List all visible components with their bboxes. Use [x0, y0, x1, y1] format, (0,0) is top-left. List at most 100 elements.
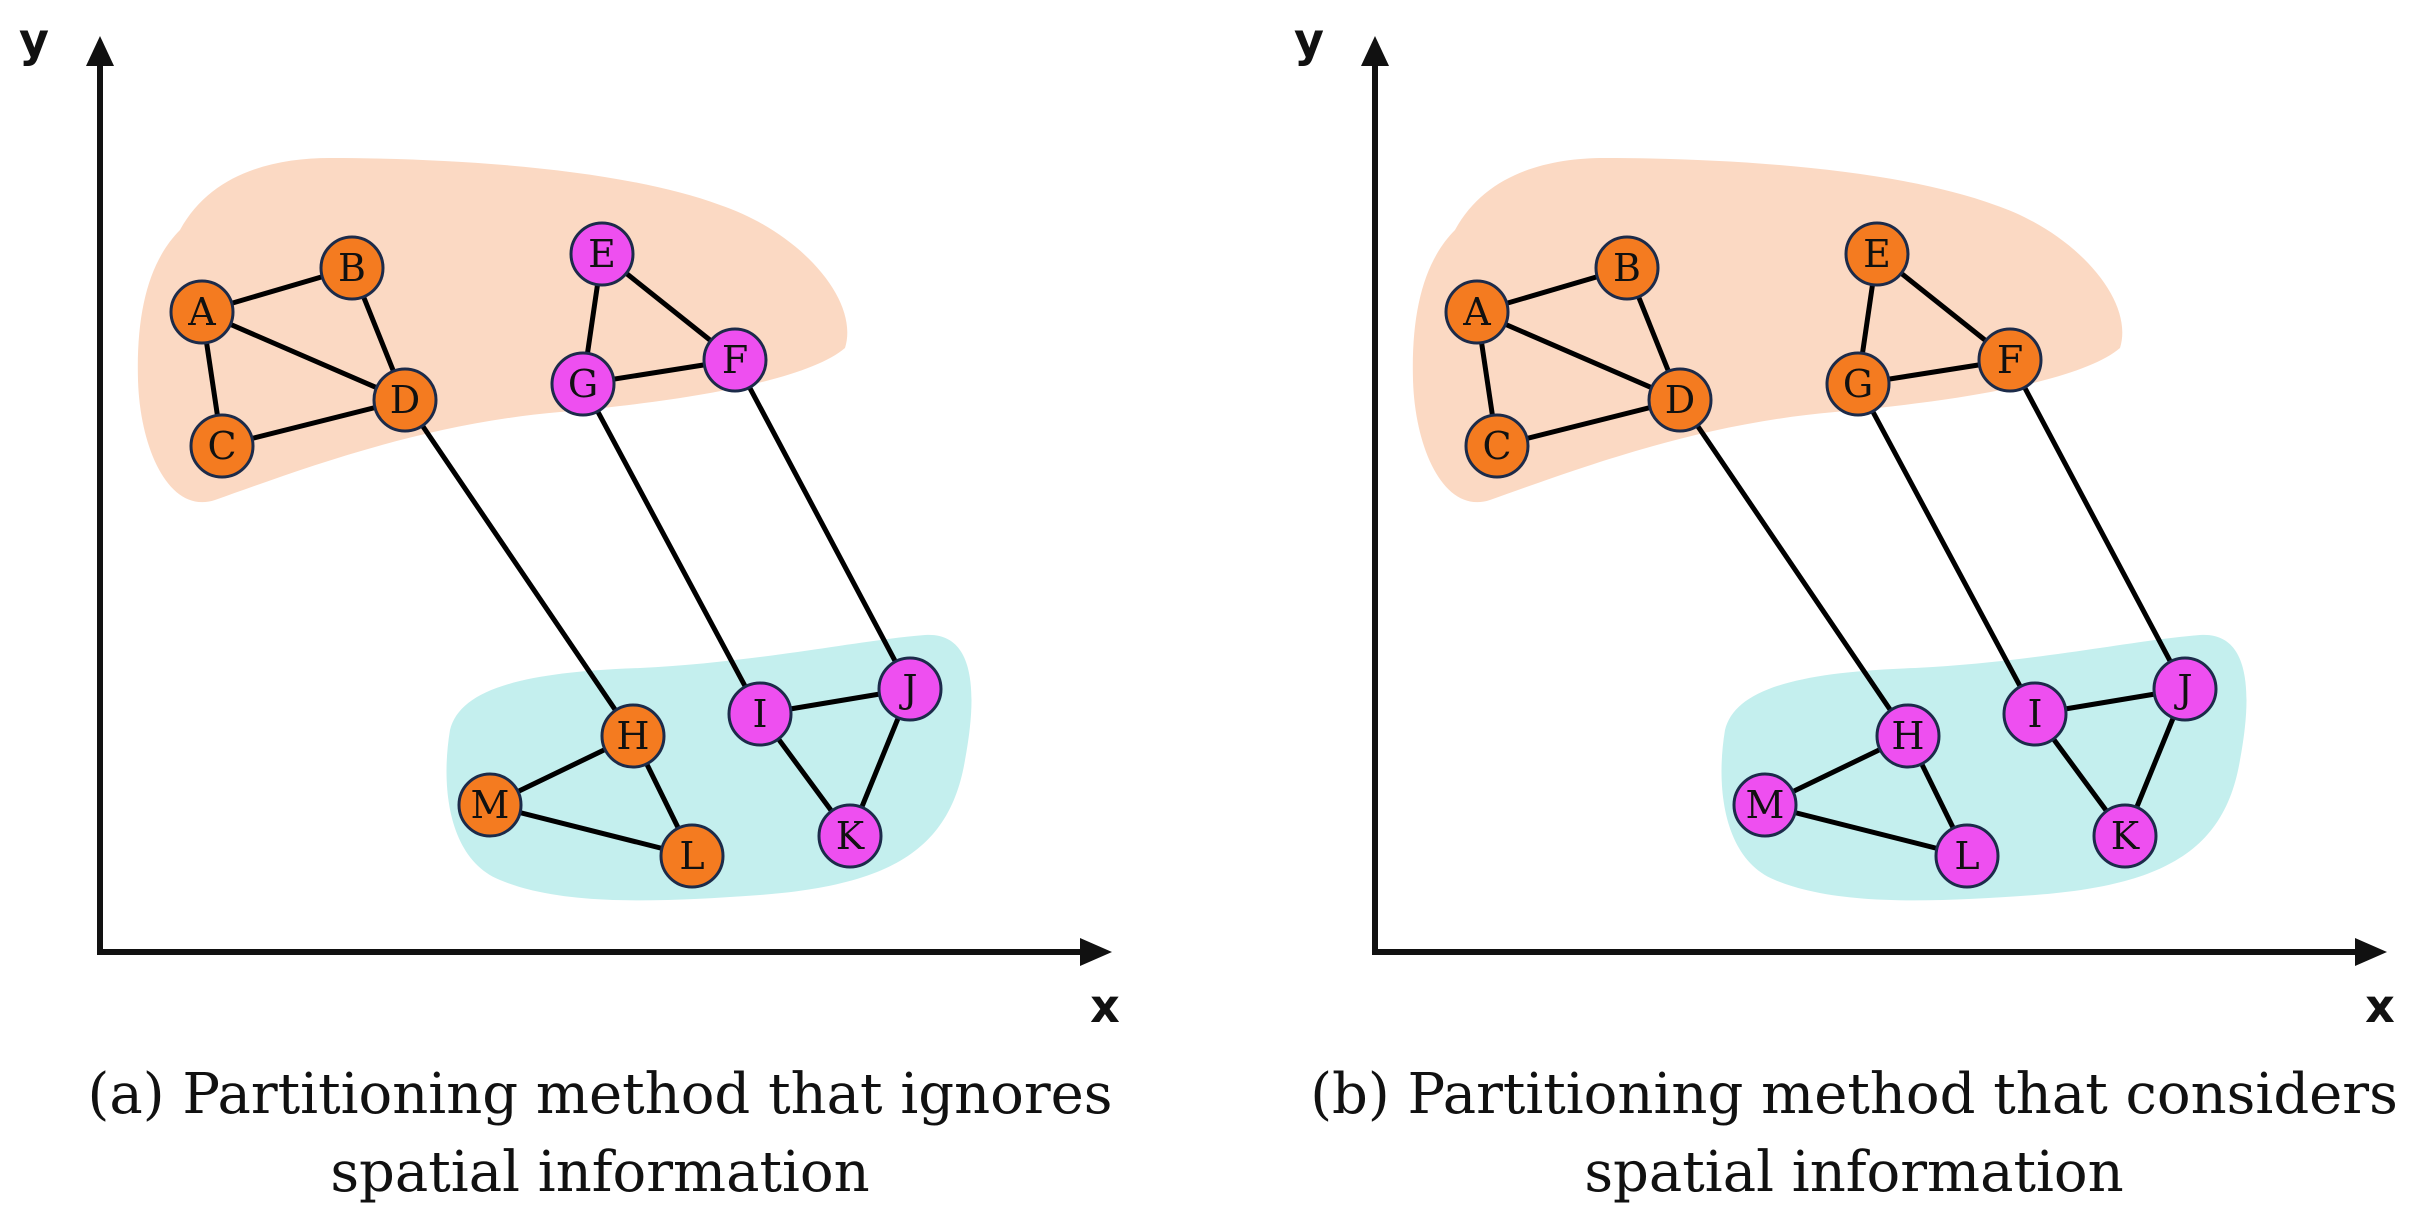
node-circle	[1844, 221, 1910, 287]
node-B: B	[319, 235, 385, 301]
node-A: A	[1444, 279, 1510, 345]
node-label: G	[1843, 362, 1873, 406]
edge-F-J	[732, 358, 913, 691]
node-label: C	[207, 424, 236, 468]
node-circle	[1594, 235, 1660, 301]
y-axis-label: y	[1294, 13, 1324, 67]
node-D: D	[1647, 367, 1713, 433]
node-H: H	[600, 703, 666, 769]
edge-D-H	[402, 398, 636, 738]
node-circle	[817, 803, 883, 869]
node-K: K	[2092, 803, 2158, 869]
node-F: F	[702, 327, 768, 393]
node-E: E	[569, 221, 635, 287]
top-spatial-region	[137, 158, 848, 503]
node-K: K	[817, 803, 883, 869]
node-circle	[1977, 327, 2043, 393]
node-G: G	[550, 351, 616, 417]
y-axis-arrowhead	[1361, 36, 1389, 66]
node-L: L	[659, 823, 725, 889]
node-label: I	[2027, 692, 2042, 736]
node-circle	[1444, 279, 1510, 345]
graph-svg-b: y x A B C D E F G H I J K L M	[1294, 13, 2395, 1033]
node-label: E	[1863, 232, 1891, 276]
node-M: M	[457, 772, 523, 838]
node-label: F	[722, 338, 748, 382]
node-circle	[702, 327, 768, 393]
panel-b: y x A B C D E F G H I J K L M (b) Partitioning method …	[1275, 0, 2433, 1230]
node-circle	[1825, 351, 1891, 417]
x-axis-label: x	[2365, 979, 2395, 1033]
node-circle	[877, 656, 943, 722]
node-B: B	[1594, 235, 1660, 301]
top-spatial-region	[1412, 158, 2123, 503]
node-J: J	[877, 656, 943, 722]
node-circle	[319, 235, 385, 301]
edge-D-H	[1677, 398, 1911, 738]
node-label: L	[1954, 834, 1979, 878]
node-circle	[727, 681, 793, 747]
node-label: H	[616, 714, 649, 758]
node-circle	[569, 221, 635, 287]
node-label: F	[1997, 338, 2023, 382]
edge-G-I	[1855, 382, 2038, 716]
node-label: H	[1891, 714, 1924, 758]
node-label: K	[2111, 814, 2140, 858]
node-label: A	[1462, 290, 1491, 334]
node-I: I	[727, 681, 793, 747]
node-label: A	[187, 290, 216, 334]
y-axis-arrowhead	[86, 36, 114, 66]
node-C: C	[189, 413, 255, 479]
node-label: J	[2173, 667, 2192, 711]
node-circle	[372, 367, 438, 433]
caption-b-line2: spatial information	[1584, 1140, 2124, 1205]
node-label: L	[679, 834, 704, 878]
node-J: J	[2152, 656, 2218, 722]
node-label: E	[588, 232, 616, 276]
edge-M-L	[489, 802, 693, 859]
node-circle	[600, 703, 666, 769]
node-circle	[189, 413, 255, 479]
node-circle	[2092, 803, 2158, 869]
node-circle	[1464, 413, 1530, 479]
caption-a-line1: (a) Partitioning method that ignores	[87, 1062, 1113, 1127]
node-label: G	[568, 362, 598, 406]
edge-G-I	[580, 382, 763, 716]
x-axis-arrowhead	[1080, 938, 1112, 966]
node-label: M	[471, 783, 510, 827]
node-M: M	[1732, 772, 1798, 838]
caption-a-line2: spatial information	[330, 1140, 870, 1205]
edge-A-D	[1476, 309, 1681, 403]
y-axis-label: y	[19, 13, 49, 67]
node-label: K	[836, 814, 865, 858]
node-label: C	[1482, 424, 1511, 468]
node-label: J	[898, 667, 917, 711]
node-label: B	[338, 246, 366, 290]
node-D: D	[372, 367, 438, 433]
node-circle	[1934, 823, 2000, 889]
node-label: I	[752, 692, 767, 736]
node-label: M	[1746, 783, 1785, 827]
node-E: E	[1844, 221, 1910, 287]
node-F: F	[1977, 327, 2043, 393]
caption-b-line1: (b) Partitioning method that considers	[1310, 1062, 2398, 1127]
x-axis-arrowhead	[2355, 938, 2387, 966]
node-circle	[1875, 703, 1941, 769]
node-circle	[457, 772, 523, 838]
node-circle	[169, 279, 235, 345]
node-circle	[659, 823, 725, 889]
graph-svg-a: y x A B C D E F G H I J K L M	[19, 13, 1120, 1033]
edge-A-D	[201, 309, 406, 403]
node-label: D	[1665, 378, 1695, 422]
node-H: H	[1875, 703, 1941, 769]
node-label: D	[390, 378, 420, 422]
node-circle	[550, 351, 616, 417]
node-circle	[1732, 772, 1798, 838]
edge-M-L	[1764, 802, 1968, 859]
node-circle	[2152, 656, 2218, 722]
node-C: C	[1464, 413, 1530, 479]
edge-F-J	[2007, 358, 2188, 691]
node-label: B	[1613, 246, 1641, 290]
x-axis-label: x	[1090, 979, 1120, 1033]
node-A: A	[169, 279, 235, 345]
